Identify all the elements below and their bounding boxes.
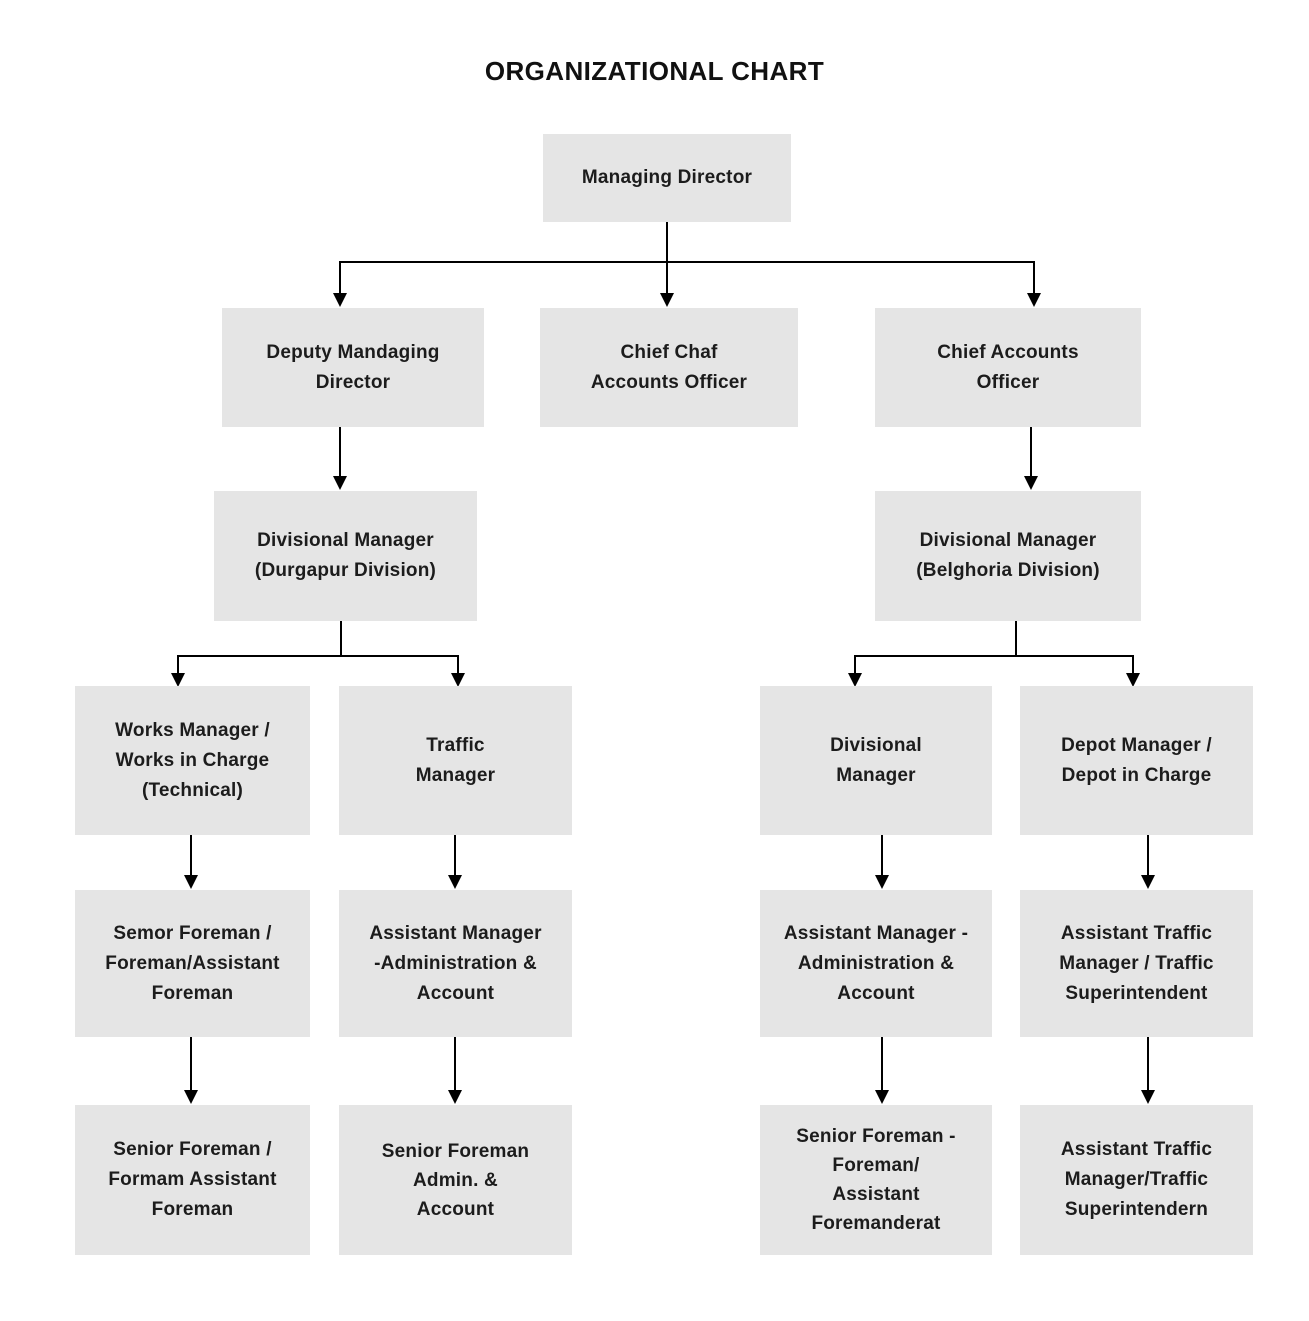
org-node-divisional-manager-belghoria: Divisional Manager (Belghoria Division) [875,491,1141,621]
org-node-divisional-manager: Divisional Manager [760,686,992,835]
org-node-managing-director: Managing Director [543,134,791,222]
org-node-traffic-manager: Traffic Manager [339,686,572,835]
org-node-chief-accounts-officer: Chief Accounts Officer [875,308,1141,427]
org-node-assistant-traffic-superintendern: Assistant Traffic Manager/Traffic Superi… [1020,1105,1253,1255]
org-node-senior-foreman-foremanderat: Senior Foreman - Foreman/ Assistant Fore… [760,1105,992,1255]
org-node-assistant-manager-admin-right: Assistant Manager - Administration & Acc… [760,890,992,1037]
org-node-depot-manager: Depot Manager / Depot in Charge [1020,686,1253,835]
org-node-senior-foreman-formam: Senior Foreman / Formam Assistant Forema… [75,1105,310,1255]
org-node-works-manager: Works Manager / Works in Charge (Technic… [75,686,310,835]
org-node-chief-chaf-accounts-officer: Chief Chaf Accounts Officer [540,308,798,427]
page-title: ORGANIZATIONAL CHART [484,56,825,86]
org-node-assistant-manager-admin-left: Assistant Manager -Administration & Acco… [339,890,572,1037]
org-node-assistant-traffic-manager: Assistant Traffic Manager / Traffic Supe… [1020,890,1253,1037]
org-node-divisional-manager-durgapur: Divisional Manager (Durgapur Division) [214,491,477,621]
org-node-deputy-managing-director: Deputy Mandaging Director [222,308,484,427]
org-node-senior-foreman-admin: Senior Foreman Admin. & Account [339,1105,572,1255]
org-node-semor-foreman: Semor Foreman / Foreman/Assistant Forema… [75,890,310,1037]
